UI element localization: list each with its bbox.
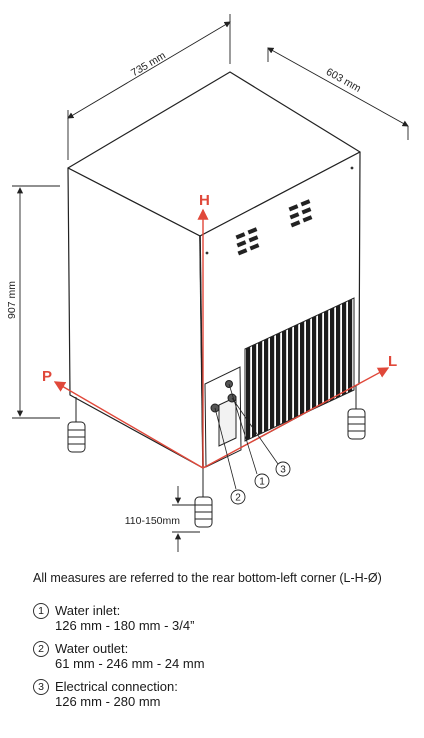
- legend-number-2: 2: [33, 641, 49, 657]
- callout-2-circle: [230, 489, 246, 505]
- callout-3-circle: [275, 461, 291, 477]
- callout-2-number: 2: [235, 493, 241, 504]
- legend-value: 61 mm - 246 mm - 24 mm: [55, 656, 205, 671]
- foot-left: [67, 397, 86, 453]
- legend-item-water-inlet: 1 Water inlet: 126 mm - 180 mm - 3/4”: [33, 603, 418, 633]
- legend-title: Electrical connection:: [55, 679, 178, 694]
- axis-l-label: L: [388, 353, 397, 370]
- legend-number-3: 3: [33, 679, 49, 695]
- reference-axes: [53, 208, 390, 469]
- callouts: [230, 461, 291, 505]
- legend-number-1: 1: [33, 603, 49, 619]
- callout-1-circle: [254, 473, 270, 489]
- feet-dimension: 110-150mm: [125, 515, 181, 527]
- connection-panel: [204, 166, 354, 468]
- axis-p-line: [53, 381, 204, 469]
- callout-3-number: 3: [280, 465, 286, 476]
- legend-item-electrical-connection: 3 Electrical connection: 126 mm - 280 mm: [33, 679, 418, 709]
- legend-title: Water outlet:: [55, 641, 129, 656]
- legend-title: Water inlet:: [55, 603, 121, 618]
- width-dimension: 735 mm: [129, 49, 168, 79]
- ice-maker-diagram: H P L 735 mm 603 mm 907 mm 110-150mm 1 2: [6, 14, 409, 552]
- top-vents: [235, 199, 313, 256]
- reference-note: All measures are referred to the rear bo…: [33, 571, 382, 585]
- axis-l-line: [202, 367, 390, 469]
- callout-leaders: [214, 383, 279, 490]
- foot-right: [347, 385, 366, 440]
- foot-front: [194, 468, 213, 528]
- height-dimension: 907 mm: [6, 281, 18, 319]
- axis-h-label: H: [199, 192, 210, 209]
- legend-value: 126 mm - 180 mm - 3/4”: [55, 618, 195, 633]
- callout-1-number: 1: [259, 477, 265, 488]
- notes-section: All measures are referred to the rear bo…: [33, 571, 418, 717]
- axis-p-label: P: [42, 368, 52, 385]
- legend-value: 126 mm - 280 mm: [55, 694, 161, 709]
- feet: [67, 385, 366, 528]
- condenser-grill: [244, 297, 355, 442]
- legend-item-water-outlet: 2 Water outlet: 61 mm - 246 mm - 24 mm: [33, 641, 418, 671]
- dimension-lines: [12, 14, 409, 552]
